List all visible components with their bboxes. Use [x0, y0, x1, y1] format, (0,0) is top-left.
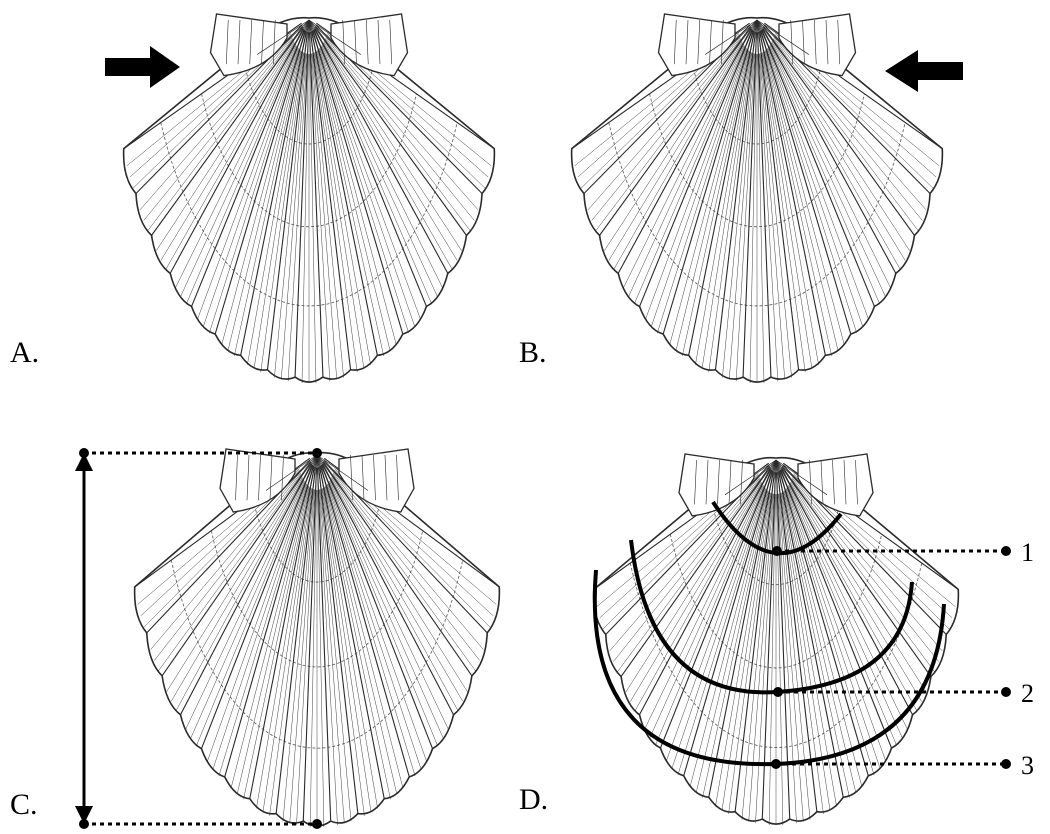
ring-label-3: 3 — [1021, 751, 1034, 780]
ring-label-2: 2 — [1021, 679, 1034, 708]
ring-label-1: 1 — [1021, 538, 1034, 567]
measure-dot — [312, 819, 322, 829]
measure-dot — [312, 448, 322, 458]
panel-label-d: D. — [519, 783, 548, 816]
ring-dot — [1001, 759, 1011, 769]
panel-label-b: B. — [519, 336, 547, 369]
measure-dot — [79, 448, 89, 458]
measure-dot — [79, 819, 89, 829]
ring-dot — [1001, 687, 1011, 697]
ring-dot — [771, 759, 781, 769]
scallop-shell-b — [572, 14, 943, 383]
arrow-right-icon — [105, 46, 180, 88]
panel-c: C. — [10, 448, 499, 829]
panel-label-a: A. — [10, 336, 39, 369]
panel-a: A. — [10, 14, 494, 383]
scallop-shell-d — [594, 454, 959, 825]
ring-dot — [773, 687, 783, 697]
panel-b: B. — [519, 14, 963, 383]
scallop-shell-a — [124, 14, 495, 383]
panel-d: 1 2 3 D. — [519, 454, 1034, 825]
ring-dot — [772, 546, 782, 556]
arrow-left-icon — [885, 50, 963, 92]
ring-dot — [1001, 546, 1011, 556]
panel-label-c: C. — [10, 788, 38, 821]
scallop-shell-c — [135, 449, 500, 827]
